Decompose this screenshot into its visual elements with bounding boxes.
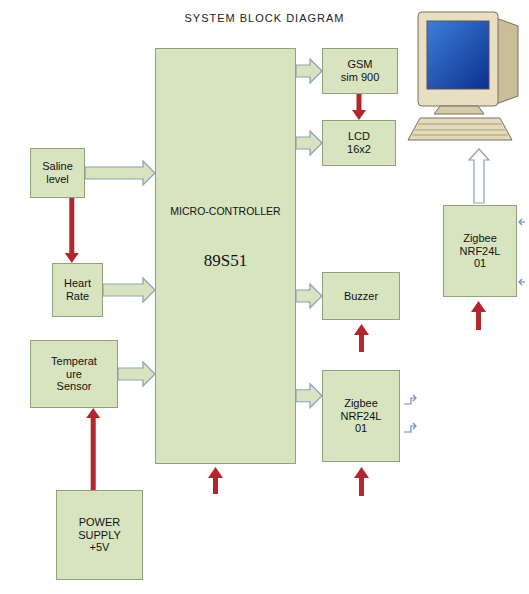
- node-label: GSM sim 900: [339, 58, 381, 83]
- signal-arrow: [85, 161, 155, 185]
- controller-box: MICRO-CONTROLLER 89S51: [155, 48, 296, 464]
- node-label: POWER SUPPLY +5V: [73, 516, 127, 554]
- module-box: Zigbee NRF24L 01: [443, 205, 517, 297]
- signal-arrow: [118, 362, 155, 386]
- sensor-box: Heart Rate: [52, 263, 103, 317]
- node-label: MICRO-CONTROLLER: [170, 205, 280, 217]
- node-label: LCD 16x2: [342, 130, 376, 155]
- node-label: Saline level: [38, 160, 78, 185]
- computer-illustration: [408, 12, 518, 140]
- module-box: Zigbee NRF24L 01: [322, 370, 400, 462]
- sensor-box: Saline level: [30, 148, 85, 198]
- node-label: Zigbee NRF24L 01: [457, 232, 503, 270]
- node-label: Heart Rate: [59, 277, 97, 302]
- power-arrow: [352, 94, 366, 120]
- signal-arrow: [103, 278, 155, 302]
- module-box: LCD 16x2: [322, 120, 396, 166]
- signal-arrow: [296, 384, 322, 408]
- node-label: Temperat ure Sensor: [48, 355, 100, 393]
- power-box: POWER SUPPLY +5V: [56, 490, 143, 580]
- diagram-title: SYSTEM BLOCK DIAGRAM: [0, 12, 529, 24]
- signal-arrow: [296, 59, 322, 83]
- power-arrow: [65, 198, 79, 263]
- module-box: GSM sim 900: [322, 48, 398, 94]
- power-arrow: [86, 408, 100, 490]
- sensor-box: Temperat ure Sensor: [30, 340, 118, 408]
- node-label: Buzzer: [344, 290, 378, 303]
- node-label: Zigbee NRF24L 01: [338, 397, 384, 435]
- module-box: Buzzer: [322, 272, 400, 320]
- signal-arrow: [296, 284, 322, 308]
- data-arrow: [469, 149, 489, 203]
- signal-arrow: [296, 131, 322, 155]
- part-number: 89S51: [204, 251, 247, 271]
